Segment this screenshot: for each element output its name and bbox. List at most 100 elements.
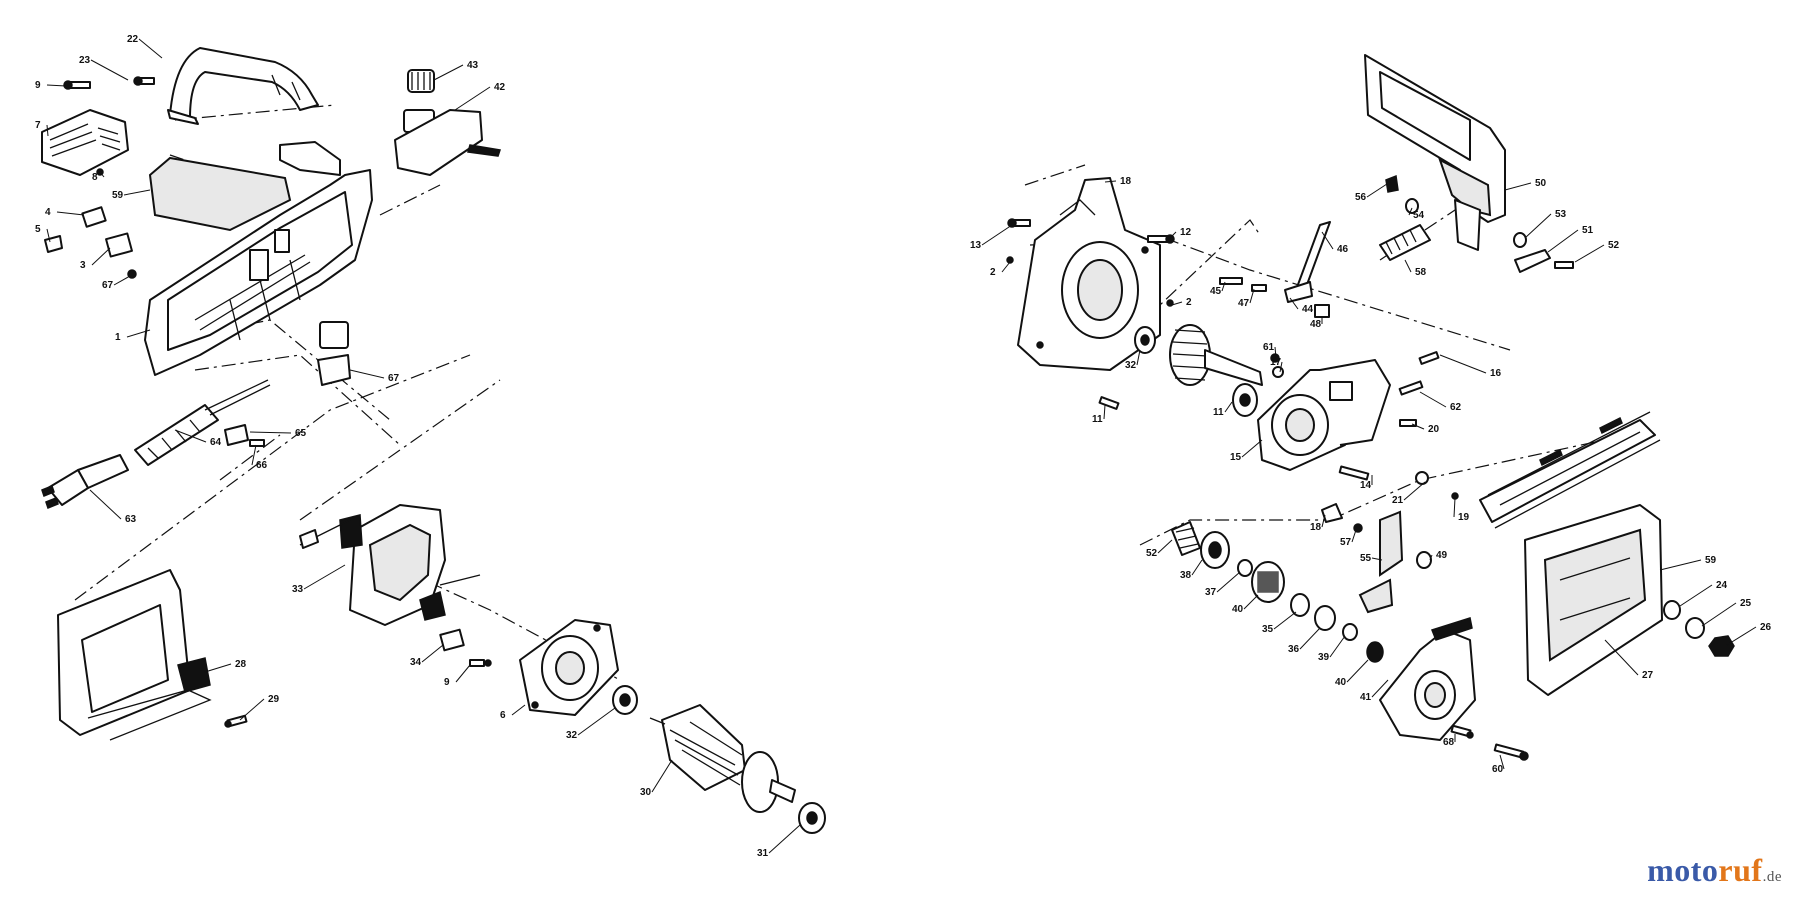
callout-leader — [89, 489, 122, 520]
bar-cover — [1524, 504, 1663, 696]
callout-leader — [455, 664, 471, 683]
callout-8: 8 — [92, 172, 98, 183]
callout-67: 67 — [102, 280, 114, 291]
left-assembly — [41, 47, 826, 834]
callout-62: 62 — [1450, 402, 1462, 413]
callout-leader — [303, 564, 346, 590]
callout-leader — [1221, 281, 1226, 292]
callout-40: 40 — [1232, 604, 1244, 615]
callout-leader — [1574, 244, 1605, 263]
callout-49: 49 — [1436, 550, 1448, 561]
callout-53: 53 — [1555, 209, 1567, 220]
callout-leader — [1524, 213, 1552, 239]
clip-19 — [1415, 471, 1429, 485]
callout-43: 43 — [467, 60, 479, 71]
screw-23 — [133, 76, 155, 86]
callout-leader — [1103, 404, 1106, 420]
callout-18: 18 — [1310, 522, 1322, 533]
callout-20: 20 — [1428, 424, 1440, 435]
callout-leader — [1411, 423, 1425, 430]
callout-21: 21 — [1392, 495, 1404, 506]
callout-leader — [1439, 354, 1487, 374]
gear-housing — [1017, 177, 1161, 371]
callout-31: 31 — [757, 848, 769, 859]
callout-19: 19 — [1458, 512, 1470, 523]
callout-leader — [1191, 559, 1203, 576]
callout-leader — [1504, 182, 1532, 191]
bearing-32 — [612, 685, 638, 715]
callout-51: 51 — [1582, 225, 1594, 236]
callout-leader — [1299, 627, 1321, 650]
callout-leader — [1429, 554, 1433, 561]
callout-leader — [1679, 584, 1713, 607]
brake-linkage — [1219, 221, 1331, 318]
bearing-31 — [798, 802, 826, 834]
callout-30: 30 — [640, 787, 652, 798]
callout-9: 9 — [35, 80, 41, 91]
callout-26: 26 — [1760, 622, 1772, 633]
callout-leader — [1371, 557, 1383, 561]
callout-64: 64 — [210, 437, 222, 448]
callout-leader — [46, 228, 51, 243]
screw-12 — [1147, 234, 1175, 244]
watermark-part-moto: moto — [1647, 852, 1719, 888]
callout-22: 22 — [127, 34, 139, 45]
callout-23: 23 — [79, 55, 91, 66]
screw-21b — [1493, 743, 1529, 761]
callout-39: 39 — [1318, 652, 1330, 663]
callout-leader — [1171, 301, 1183, 306]
callout-leader — [1499, 754, 1505, 770]
callout-13: 13 — [970, 240, 982, 251]
callout-60: 60 — [1492, 764, 1504, 775]
callout-leader — [1329, 635, 1346, 658]
callout-38: 38 — [1180, 570, 1192, 581]
callout-14: 14 — [1360, 480, 1372, 491]
callout-leader — [1371, 679, 1389, 698]
drive-gear-assembly — [1134, 324, 1263, 417]
callout-7: 7 — [35, 120, 41, 131]
callout-11: 11 — [1213, 407, 1224, 418]
callout-16: 16 — [1490, 368, 1502, 379]
callout-52: 52 — [1608, 240, 1620, 251]
callout-leader — [1547, 229, 1579, 253]
callout-25: 25 — [1740, 598, 1752, 609]
callout-54: 54 — [1413, 210, 1425, 221]
callout-leader — [1216, 571, 1241, 593]
callout-37: 37 — [1205, 587, 1217, 598]
screw-13 — [1007, 218, 1031, 228]
callout-leader — [1419, 391, 1447, 408]
callout-leader — [56, 211, 85, 216]
callout-58: 58 — [1415, 267, 1427, 278]
callout-18: 18 — [1120, 176, 1132, 187]
callout-3: 3 — [80, 260, 86, 271]
callout-leader — [1726, 626, 1757, 646]
callout-leader — [249, 431, 292, 434]
assembly-line — [299, 379, 501, 521]
callout-68: 68 — [1443, 737, 1455, 748]
callout-leader — [1104, 180, 1117, 183]
callout-24: 24 — [1716, 580, 1728, 591]
callout-leader — [511, 704, 526, 716]
callout-leader — [577, 707, 616, 736]
callout-leader — [768, 824, 801, 854]
callout-5: 5 — [35, 224, 41, 235]
screw-9 — [63, 80, 91, 90]
callout-6: 6 — [500, 710, 506, 721]
brush-holder — [439, 628, 492, 667]
bar-nuts — [1663, 600, 1735, 657]
callout-leader — [91, 247, 111, 266]
callout-leader — [1366, 181, 1391, 198]
callout-leader — [1249, 288, 1255, 304]
callout-52: 52 — [1146, 548, 1158, 559]
assembly-line — [219, 434, 281, 481]
callout-9: 9 — [444, 677, 450, 688]
rear-handle — [57, 569, 212, 741]
callout-11: 11 — [1092, 414, 1103, 425]
callout-50: 50 — [1535, 178, 1547, 189]
callout-leader — [421, 644, 444, 663]
callout-leader — [1136, 349, 1141, 366]
guide-bar-chain — [1479, 411, 1661, 529]
callout-27: 27 — [1642, 670, 1654, 681]
callout-42: 42 — [494, 82, 506, 93]
